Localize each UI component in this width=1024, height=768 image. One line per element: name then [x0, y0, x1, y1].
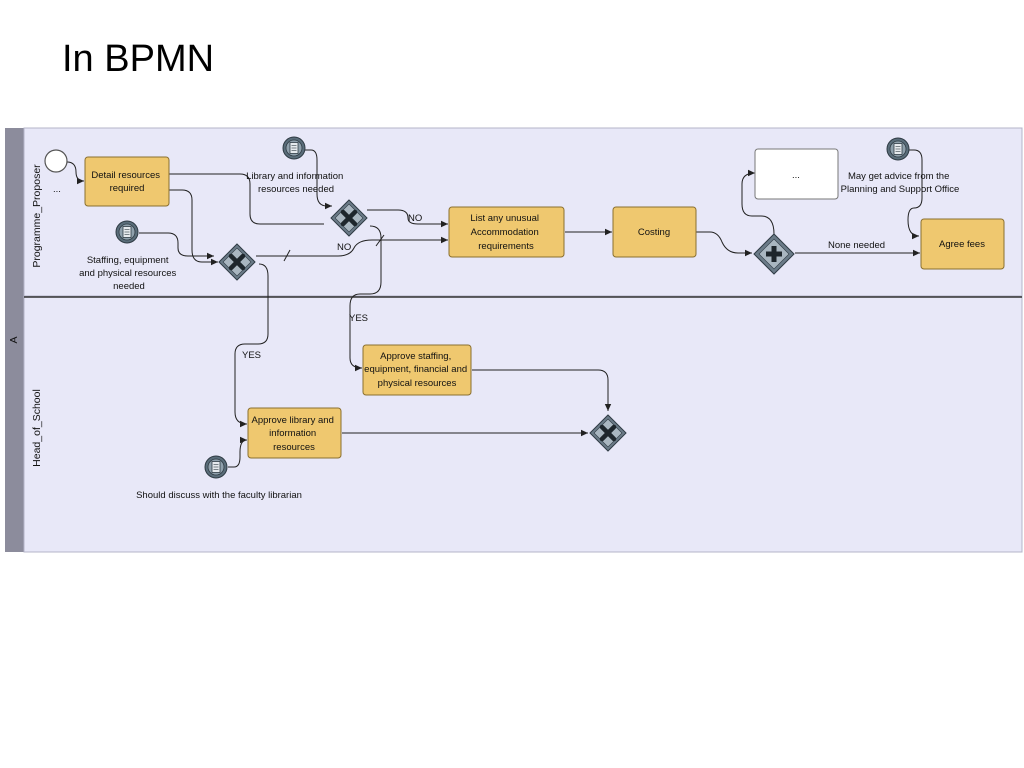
- flow-label-no-upper: NO: [408, 213, 422, 224]
- task-costing[interactable]: Costing: [612, 206, 697, 258]
- flow-staffing-to-merge: [472, 369, 612, 411]
- flow-gateway-b-no: [367, 209, 448, 228]
- task-detail-resources-text: Detail resources required: [91, 170, 162, 194]
- annotation-advice: May get advice from the Planning and Sup…: [841, 171, 960, 195]
- data-object-staffing-icon[interactable]: [115, 220, 139, 244]
- task-detail-resources[interactable]: Detail resources required: [84, 156, 170, 207]
- task-list-accommodation[interactable]: List any unusual Accommodation requireme…: [448, 206, 565, 258]
- annotation-library-info: Library and information resources needed: [246, 171, 346, 195]
- task-costing-text: Costing: [638, 227, 670, 238]
- lane-head-of-school: [23, 295, 1023, 553]
- lane-label-head-of-school: Head_of_School: [31, 389, 43, 467]
- task-agree-fees-text: Agree fees: [939, 239, 985, 250]
- task-approve-staffing[interactable]: Approve staffing, equipment, financial a…: [362, 344, 472, 396]
- assoc-library-info: [305, 149, 332, 210]
- flow-gateway-a-no: [256, 236, 448, 257]
- slide-title: In BPMN: [62, 38, 215, 80]
- task-agree-fees[interactable]: Agree fees: [920, 218, 1005, 270]
- data-object-library-icon[interactable]: [282, 136, 306, 160]
- pool: A Programme_Proposer Head_of_School: [5, 127, 1023, 553]
- sequence-flows: [66, 161, 920, 437]
- flow-detail-to-gateway-a: [169, 189, 218, 266]
- data-object-librarian-icon[interactable]: [204, 455, 228, 479]
- assoc-staffing: [139, 232, 214, 260]
- default-flow-mark: [283, 249, 291, 262]
- flow-gateway-b-yes: [349, 225, 382, 372]
- data-object-advice-icon[interactable]: [886, 137, 910, 161]
- annotation-faculty-librarian: Should discuss with the faculty libraria…: [136, 490, 302, 501]
- flow-label-yes-library: YES: [242, 350, 261, 361]
- pool-label: A: [8, 336, 20, 343]
- flow-detail-to-gateway-b: [169, 173, 324, 225]
- start-event-label: ...: [53, 184, 61, 195]
- task-placeholder-text: ...: [792, 170, 800, 181]
- task-list-accommodation-text: List any unusual Accommodation requireme…: [470, 213, 541, 252]
- pool-header: [5, 128, 24, 552]
- flow-label-none-needed: None needed: [828, 240, 885, 251]
- flow-parallel-to-placeholder: [741, 169, 775, 235]
- flow-gateway-a-yes: [234, 263, 269, 428]
- default-flow-mark: [375, 234, 385, 247]
- flow-costing-to-parallel: [696, 231, 752, 257]
- task-approve-library[interactable]: Approve library and information resource…: [247, 407, 342, 459]
- assoc-advice: [907, 149, 923, 240]
- assoc-faculty-librarian: [228, 436, 248, 468]
- lane-label-programme-proposer: Programme_Proposer: [31, 164, 43, 268]
- flow-label-yes-staffing: YES: [349, 313, 368, 324]
- associations: [139, 149, 923, 468]
- flow-start-to-detail: [66, 161, 85, 185]
- task-approve-staffing-text: Approve staffing, equipment, financial a…: [364, 351, 470, 389]
- start-event[interactable]: [44, 149, 68, 173]
- annotation-staffing-equipment: Staffing, equipment and physical resourc…: [79, 255, 179, 292]
- task-approve-library-text: Approve library and information resource…: [251, 415, 336, 453]
- flow-label-no-lower: NO: [337, 242, 351, 253]
- task-placeholder[interactable]: ...: [754, 148, 839, 200]
